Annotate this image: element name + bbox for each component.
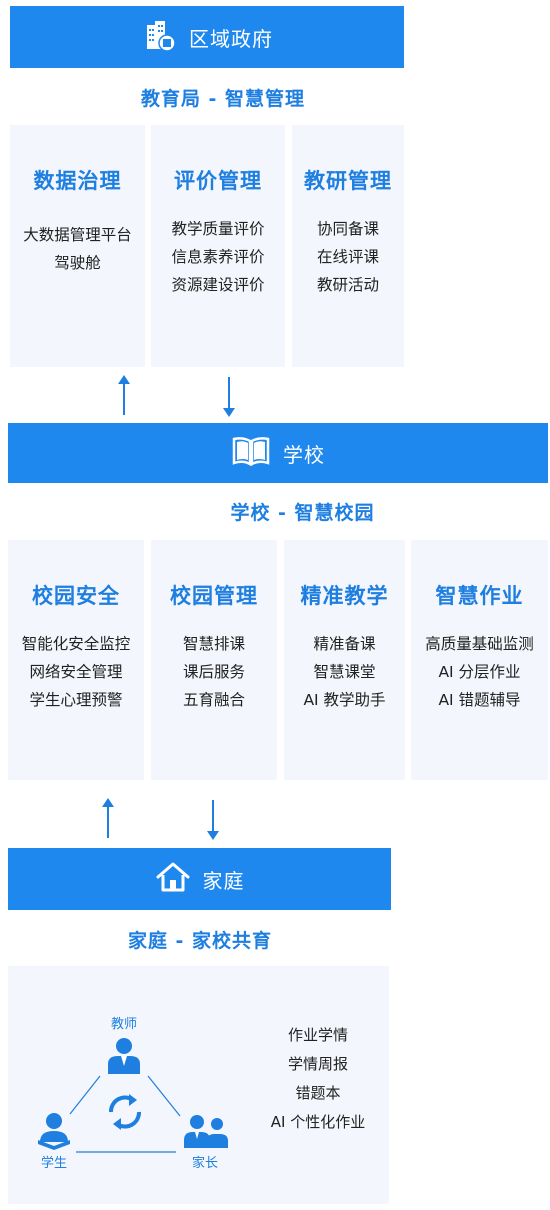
arrow-up (118, 375, 130, 415)
family-item: AI 个性化作业 (270, 1113, 366, 1131)
card-item: 智慧排课 (182, 635, 245, 653)
card-item: 信息素养评价 (171, 248, 265, 266)
card-item: 资源建设评价 (171, 276, 265, 294)
role-label-student: 学生 (40, 1156, 67, 1171)
government-label: 区域政府 (189, 26, 273, 51)
card-title: 数据治理 (33, 169, 122, 193)
family-subtitle: 家庭 - 家校共育 (127, 930, 273, 952)
school-card-management: 校园管理 智慧排课 课后服务 五育融合 (151, 540, 277, 780)
family-item: 作业学情 (287, 1026, 348, 1044)
card-title: 评价管理 (174, 169, 262, 193)
family-band: 家庭 (8, 848, 391, 910)
student-icon (36, 1112, 72, 1154)
card-item: 五育融合 (182, 691, 245, 709)
school-card-teaching: 精准教学 精准备课 智慧课堂 AI 教学助手 (284, 540, 405, 780)
school-band: 学校 (8, 423, 548, 483)
card-title: 精准教学 (300, 584, 389, 608)
card-item: 高质量基础监测 (425, 635, 534, 653)
arrow-down (223, 377, 235, 417)
card-item: 驾驶舱 (54, 254, 101, 272)
open-book-icon (231, 435, 271, 471)
role-label-teacher: 教师 (110, 1017, 137, 1032)
government-building-icon (141, 17, 177, 57)
gov-card-data-governance: 数据治理 大数据管理平台 驾驶舱 (10, 125, 145, 367)
role-label-parent: 家长 (191, 1156, 218, 1171)
government-band: 区域政府 (10, 6, 404, 68)
card-title: 教研管理 (304, 169, 392, 193)
card-item: 学生心理预警 (29, 691, 123, 709)
teacher-icon (106, 1036, 142, 1080)
card-item: 教学质量评价 (171, 220, 265, 238)
arrow-down (207, 800, 219, 840)
card-item: 教研活动 (316, 276, 379, 294)
family-label: 家庭 (202, 868, 245, 893)
card-item: AI 教学助手 (303, 691, 386, 709)
card-item: 大数据管理平台 (23, 226, 132, 244)
card-item: 在线评课 (316, 248, 379, 266)
card-item: AI 分层作业 (438, 663, 521, 681)
gov-card-evaluation: 评价管理 教学质量评价 信息素养评价 资源建设评价 (151, 125, 285, 367)
card-item: 智慧课堂 (313, 663, 376, 681)
house-icon (155, 861, 191, 897)
government-subtitle: 教育局 - 智慧管理 (140, 88, 306, 110)
family-item: 学情周报 (287, 1055, 348, 1073)
cycle-arrows-icon (103, 1090, 147, 1138)
card-item: 网络安全管理 (29, 663, 123, 681)
card-item: 协同备课 (316, 220, 379, 238)
card-title: 校园管理 (170, 584, 258, 608)
school-label: 学校 (283, 442, 325, 467)
gov-card-research: 教研管理 协同备课 在线评课 教研活动 (292, 125, 404, 367)
card-title: 校园安全 (32, 584, 120, 608)
relationship-triangle (69, 1075, 181, 1153)
arrow-up (102, 798, 114, 838)
parent-icon (183, 1112, 229, 1154)
school-card-homework: 智慧作业 高质量基础监测 AI 分层作业 AI 错题辅导 (411, 540, 548, 780)
card-item: AI 错题辅导 (438, 691, 521, 709)
school-card-safety: 校园安全 智能化安全监控 网络安全管理 学生心理预警 (8, 540, 144, 780)
school-subtitle: 学校 - 智慧校园 (230, 502, 375, 524)
card-item: 课后服务 (182, 663, 245, 681)
family-card: 教师 学生 家长 作业学情 (8, 966, 389, 1204)
family-item: 错题本 (295, 1084, 341, 1102)
card-title: 智慧作业 (435, 584, 524, 608)
card-item: 精准备课 (313, 635, 376, 653)
card-item: 智能化安全监控 (21, 635, 131, 653)
